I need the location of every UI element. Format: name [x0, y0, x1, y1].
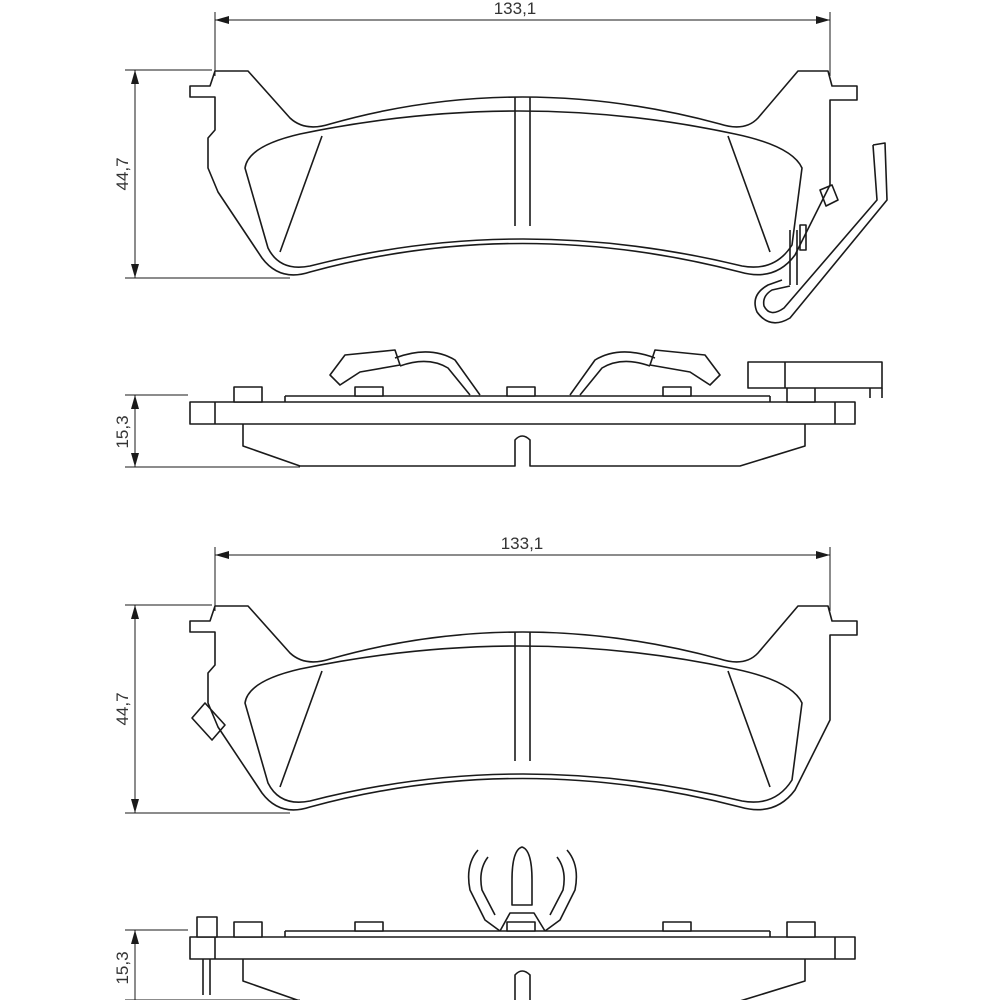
- side-clip-tab: [196, 916, 218, 938]
- view-2-top-dimension: 133,1: [214, 534, 831, 611]
- side-clip: [191, 702, 226, 741]
- thickness-dimension-label: 15,3: [113, 951, 132, 984]
- view-2-height-dimension: 44,7: [113, 604, 290, 814]
- width-dimension-label: 133,1: [494, 0, 537, 18]
- center-retaining-clip: [467, 846, 578, 932]
- side-view-1: [189, 349, 883, 467]
- pad-face-view-1: [189, 70, 888, 324]
- view-2-thickness-dimension: 15,3: [113, 929, 300, 1000]
- wear-sensor-connector: [747, 361, 883, 398]
- side-view-2: [189, 846, 856, 1000]
- wear-sensor-wire: [754, 142, 888, 324]
- view-1-height-dimension: 44,7: [113, 69, 290, 279]
- height-dimension-label: 44,7: [113, 157, 132, 190]
- width-dimension-label: 133,1: [501, 534, 544, 553]
- pad-face-view-2: [189, 605, 858, 811]
- view-1-thickness-dimension: 15,3: [113, 394, 300, 468]
- retaining-spring-clips: [329, 349, 721, 396]
- thickness-dimension-label: 15,3: [113, 415, 132, 448]
- height-dimension-label: 44,7: [113, 692, 132, 725]
- view-1-top-dimension: 133,1: [214, 0, 831, 76]
